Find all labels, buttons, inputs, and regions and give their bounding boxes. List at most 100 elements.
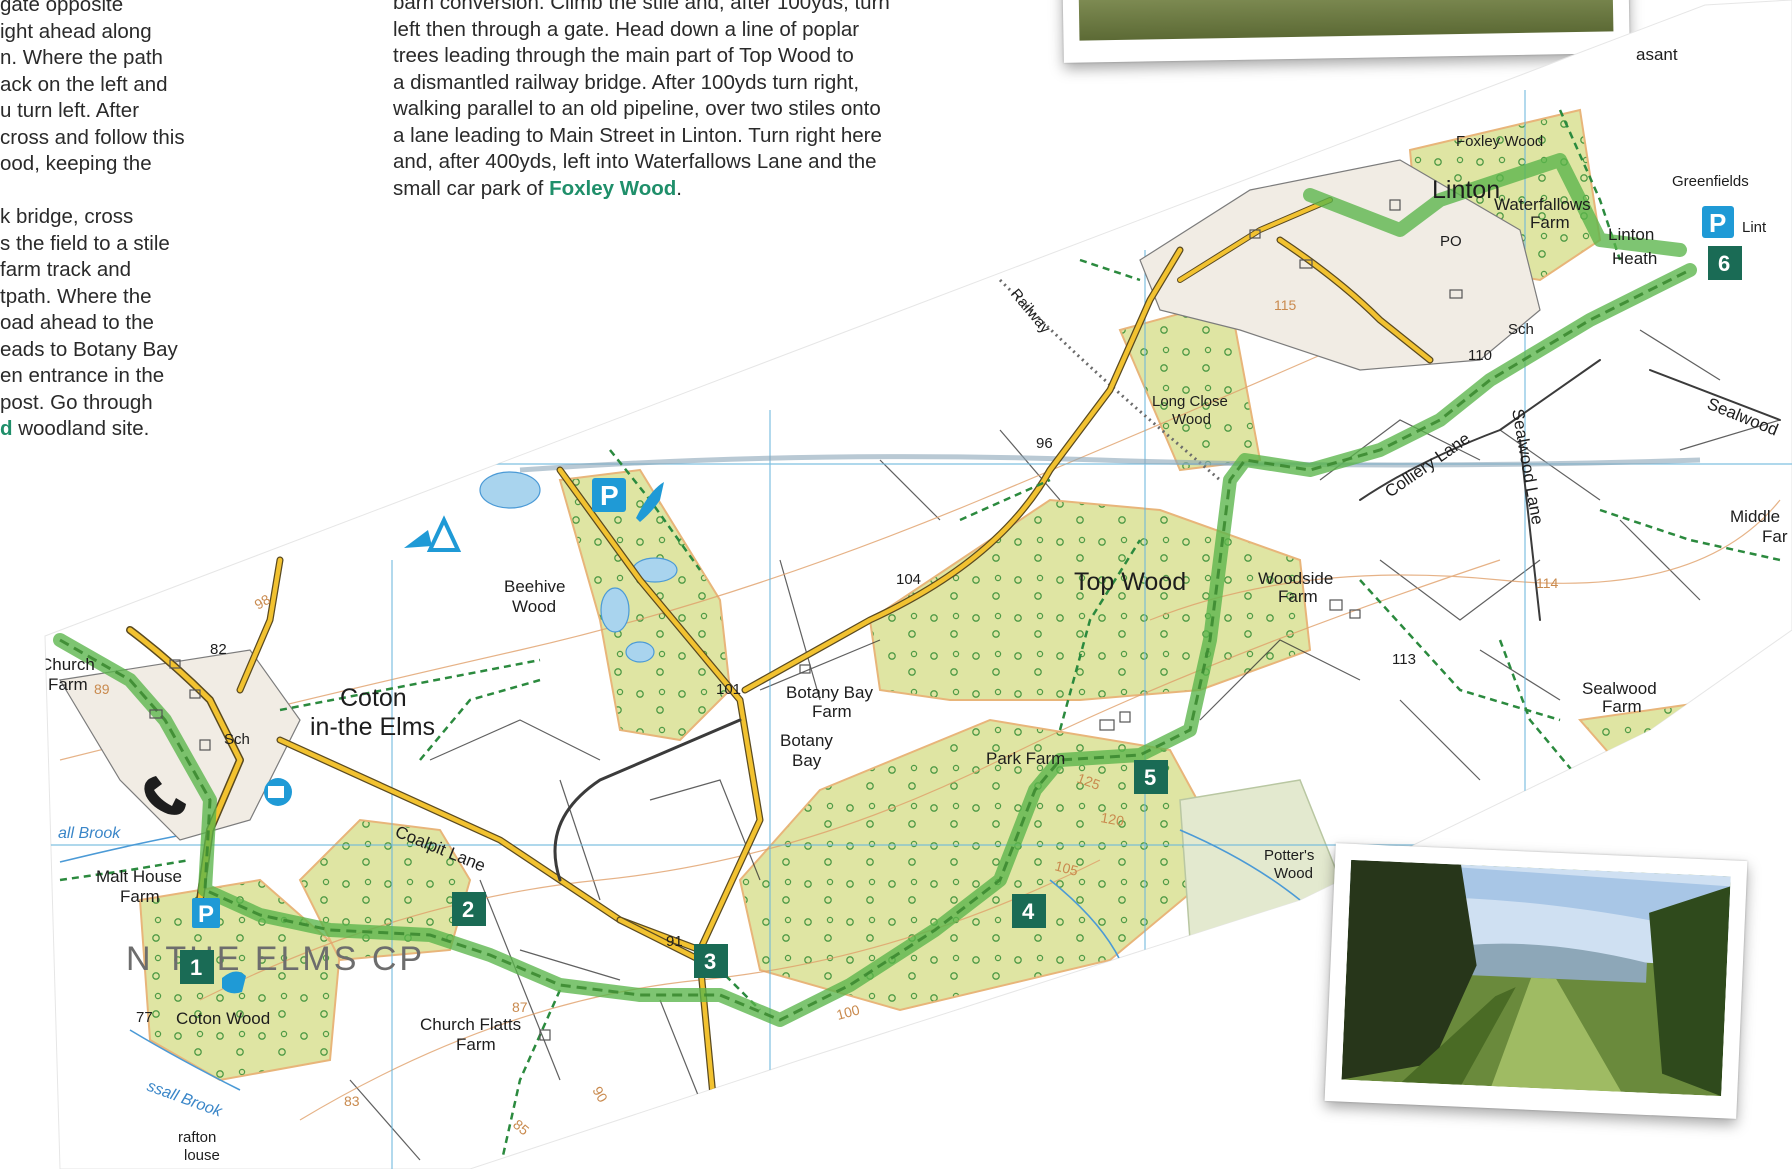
height-125: 125 bbox=[1075, 770, 1103, 793]
height-105: 105 bbox=[1053, 857, 1080, 879]
label-linton: Linton bbox=[1432, 176, 1500, 204]
label-sch-coton: Sch bbox=[224, 731, 250, 748]
parking-symbol-linton: P bbox=[1709, 208, 1726, 238]
label-po: PO bbox=[1440, 233, 1462, 250]
route-marker-6: 6 bbox=[1708, 246, 1742, 280]
map-symbols: P P P bbox=[144, 206, 1734, 994]
walk-directions-right-suffix: . bbox=[676, 176, 682, 200]
label-park-farm: Park Farm bbox=[986, 749, 1065, 768]
height-104: 104 bbox=[896, 571, 921, 588]
camping-icon bbox=[404, 515, 462, 552]
walk-directions-right: barn conversion. Climb the stile and, af… bbox=[393, 0, 983, 202]
route-marker-1-number: 1 bbox=[190, 955, 202, 980]
label-sealwood-farm-1: Sealwood bbox=[1582, 679, 1657, 698]
walk-directions-left-highlight: d bbox=[0, 417, 13, 440]
label-linton-heath-1: Linton bbox=[1608, 225, 1654, 244]
height-101: 101 bbox=[716, 681, 741, 698]
label-church-flatts-1: Church Flatts bbox=[420, 1015, 521, 1034]
label-botany-2: Bay bbox=[792, 751, 822, 770]
label-malt-house-2: Farm bbox=[120, 887, 160, 906]
label-church-farm-2: Farm bbox=[48, 675, 88, 694]
buildings bbox=[149, 199, 1463, 1041]
label-top-wood: Top Wood bbox=[1074, 568, 1186, 596]
label-linton-heath-2: Heath bbox=[1612, 249, 1657, 268]
label-long-close-2: Wood bbox=[1172, 411, 1211, 428]
height-labels: 82 89 98 101 104 96 91 87 77 83 90 85 10… bbox=[94, 297, 1559, 1138]
label-grafton-2: louse bbox=[184, 1147, 220, 1164]
bird-icon bbox=[222, 971, 246, 994]
label-in-the-elms: in-the Elms bbox=[310, 713, 435, 741]
label-coton: Coton bbox=[340, 684, 407, 712]
parking-symbol-coton: P bbox=[198, 901, 214, 928]
route-marker-4: 4 bbox=[1012, 894, 1046, 928]
label-pleasant: asant bbox=[1636, 45, 1678, 64]
height-89: 89 bbox=[94, 681, 110, 697]
label-waterfallows-2: Farm bbox=[1530, 213, 1570, 232]
height-90: 90 bbox=[589, 1084, 611, 1106]
label-foxley-wood: Foxley Wood bbox=[1456, 133, 1543, 150]
label-coton-wood: Coton Wood bbox=[176, 1009, 270, 1028]
label-woodside-1: Woodside bbox=[1258, 569, 1333, 588]
walk-directions-right-body: barn conversion. Climb the stile and, af… bbox=[393, 0, 890, 173]
footpaths bbox=[59, 109, 1781, 1169]
height-96: 96 bbox=[1036, 435, 1053, 452]
label-botany-bay-farm-2: Farm bbox=[812, 702, 852, 721]
label-sch-linton: Sch bbox=[1508, 321, 1534, 338]
label-sealwood-farm-2: Farm bbox=[1602, 697, 1642, 716]
label-brook-top: all Brook bbox=[58, 825, 121, 842]
height-113: 113 bbox=[1392, 651, 1416, 668]
height-82: 82 bbox=[210, 641, 227, 658]
path-photo-scene bbox=[1341, 859, 1731, 1097]
route-marker-2: 2 bbox=[452, 892, 486, 926]
label-waterfallows-1: Waterfallows bbox=[1494, 195, 1591, 214]
path-photo-bottom bbox=[1324, 843, 1748, 1119]
label-botany-1: Botany bbox=[780, 731, 833, 750]
height-100: 100 bbox=[835, 1001, 862, 1023]
route-marker-5-number: 5 bbox=[1144, 765, 1156, 790]
label-long-close-1: Long Close bbox=[1152, 393, 1228, 410]
walk-directions-left-end: woodland site. bbox=[12, 417, 150, 440]
label-potters-1: Potter's bbox=[1264, 847, 1314, 864]
walk-directions-left-body: gate opposite ight ahead along n. Where … bbox=[0, 0, 185, 414]
roads bbox=[126, 197, 1781, 1169]
height-110: 110 bbox=[1468, 347, 1492, 364]
height-77: 77 bbox=[136, 1009, 153, 1026]
parking-icon-coton: P bbox=[192, 898, 220, 928]
walk-route-centre-line bbox=[59, 268, 1691, 1022]
linton-village bbox=[1139, 159, 1541, 371]
woodland-park-farm bbox=[738, 718, 1232, 1012]
parking-icon-linton: P bbox=[1702, 206, 1734, 238]
label-greenfields: Greenfields bbox=[1672, 173, 1749, 190]
label-middle-2: Far bbox=[1762, 527, 1788, 546]
label-middle-1: Middle bbox=[1730, 507, 1780, 526]
height-91: 91 bbox=[666, 933, 683, 950]
dismantled-railway bbox=[998, 278, 1221, 482]
height-114: 114 bbox=[1536, 575, 1559, 591]
label-beehive-wood: Wood bbox=[512, 597, 556, 616]
label-botany-bay-farm-1: Botany Bay bbox=[786, 683, 873, 702]
route-marker-3: 3 bbox=[694, 944, 728, 978]
walk-directions-left: gate opposite ight ahead along n. Where … bbox=[0, 0, 210, 443]
label-lint: Lint bbox=[1742, 219, 1767, 236]
label-church-flatts-2: Farm bbox=[456, 1035, 496, 1054]
route-marker-5: 5 bbox=[1134, 760, 1168, 794]
height-87: 87 bbox=[512, 999, 528, 1015]
woodland-areas bbox=[138, 108, 1762, 1082]
route-marker-3-number: 3 bbox=[704, 949, 716, 974]
height-120: 120 bbox=[1099, 809, 1125, 829]
label-beehive: Beehive bbox=[504, 577, 565, 596]
walk-directions-right-prefix: small car park of bbox=[393, 176, 550, 200]
fishing-icon bbox=[636, 482, 664, 522]
label-potters-2: Wood bbox=[1274, 865, 1313, 882]
path-photo-bottom-image bbox=[1341, 859, 1731, 1097]
label-malt-house-1: Malt House bbox=[96, 867, 182, 886]
pipeline bbox=[519, 454, 1701, 473]
height-83: 83 bbox=[344, 1093, 360, 1109]
foxley-wood-highlight: Foxley Wood bbox=[549, 176, 677, 200]
label-church-farm-1: Church bbox=[40, 655, 95, 674]
cafe-icon bbox=[264, 778, 292, 806]
label-woodside-2: Farm bbox=[1278, 587, 1318, 606]
height-98: 98 bbox=[252, 591, 274, 613]
walk-route-north bbox=[1303, 153, 1687, 257]
